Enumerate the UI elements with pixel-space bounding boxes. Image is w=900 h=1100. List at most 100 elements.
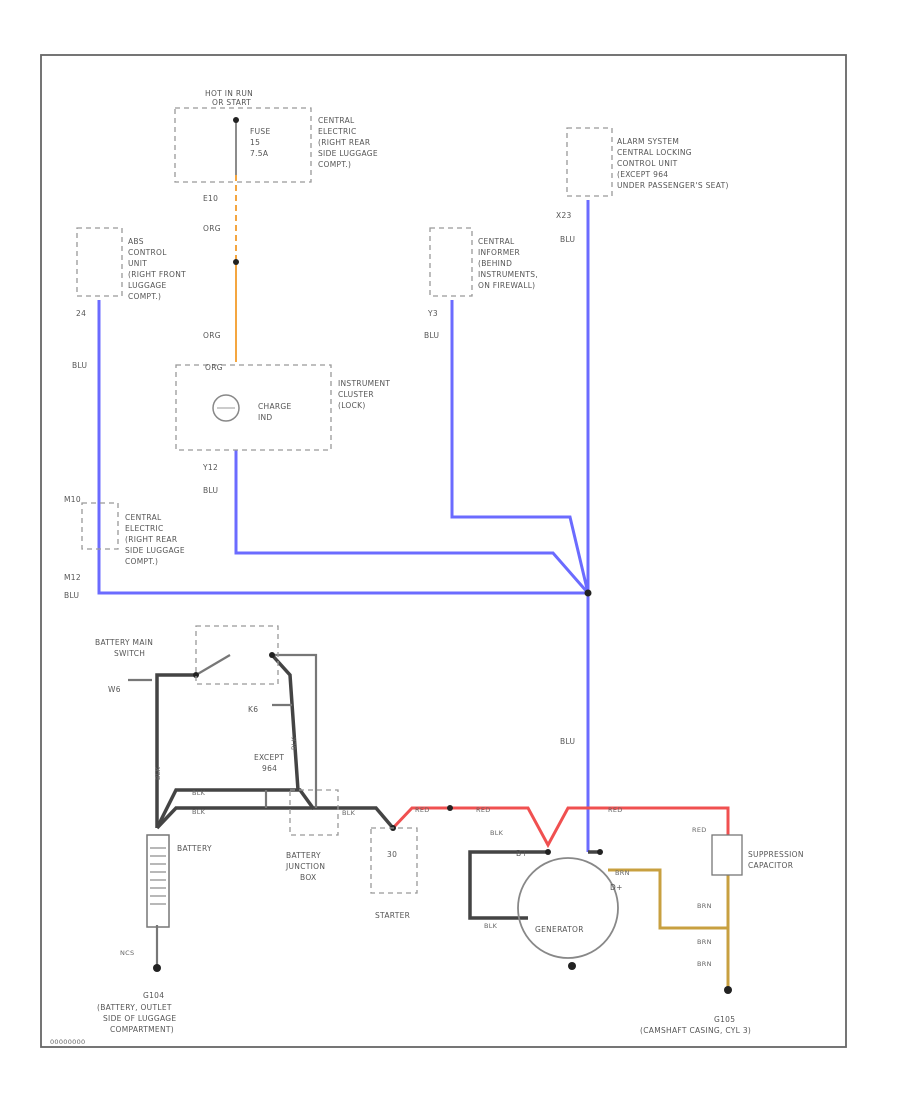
cluster-l3: (LOCK) — [338, 401, 366, 410]
abs-l2: CONTROL — [128, 248, 167, 257]
wire-label-blu-m12: BLU — [64, 591, 79, 600]
wire-label-blu-abs: BLU — [72, 361, 87, 370]
wire-blk-switch-left — [155, 673, 196, 828]
battery-main-switch-l1: BATTERY MAIN — [95, 638, 153, 647]
wire-blk-generator — [468, 850, 548, 920]
fuse-top-dot — [233, 117, 239, 123]
ground-dot — [724, 986, 732, 994]
wire-label-brn1: BRN — [615, 869, 630, 877]
pin-e10: E10 — [203, 194, 218, 203]
central-electric-left-box — [81, 502, 119, 550]
wire-red — [391, 806, 730, 849]
central-electric-left-l2: ELECTRIC — [125, 524, 164, 533]
pin-m10: M10 — [64, 495, 81, 504]
battery-main-switch-l2: SWITCH — [114, 649, 145, 658]
alarm-system-box — [566, 127, 613, 197]
instrument-cluster-box — [175, 364, 332, 451]
generator-symbol — [517, 857, 619, 959]
central-electric-top-l5: COMPT.) — [318, 160, 351, 169]
informer-l1: CENTRAL — [478, 237, 515, 246]
alarm-l5: UNDER PASSENGER'S SEAT) — [617, 181, 729, 190]
central-electric-top-l2: ELECTRIC — [318, 127, 357, 136]
central-electric-left-l5: COMPT.) — [125, 557, 158, 566]
pin-w6: W6 — [108, 685, 121, 694]
abs-l3: UNIT — [128, 259, 147, 268]
wire-label-red4: RED — [692, 826, 707, 834]
wire-label-blk4: BLK — [154, 766, 162, 780]
terminal-dot — [193, 672, 199, 678]
alarm-l3: CONTROL UNIT — [617, 159, 678, 168]
charge-ind-lamp-icon — [212, 394, 240, 422]
wire-label-brn4: BRN — [697, 960, 712, 968]
wire-label-brn3: BRN — [697, 938, 712, 946]
battery-symbol — [146, 834, 170, 928]
abs-l1: ABS — [128, 237, 144, 246]
wire-blk-starter — [340, 806, 395, 830]
informer-l4: INSTRUMENTS, — [478, 270, 538, 279]
ground-g105-l1: (CAMSHAFT CASING, CYL 3) — [640, 1026, 751, 1035]
wire-label-blk2: BLK — [192, 808, 206, 816]
battery-main-switch-box — [195, 625, 279, 685]
splice-dot — [584, 589, 592, 597]
suppression-capacitor-box — [711, 834, 743, 876]
wire-label-org1: ORG — [203, 224, 221, 233]
starter-terminal: 30 — [387, 850, 397, 859]
wire-label-blu-y12: BLU — [203, 486, 218, 495]
charge-ind-l2: IND — [258, 413, 273, 422]
junction-l1: BATTERY — [286, 851, 321, 860]
switch-blade — [195, 654, 231, 676]
pin-d-plus: D+ — [610, 883, 623, 892]
pin-y3: Y3 — [427, 309, 438, 318]
ground-dot — [153, 964, 161, 972]
wire-label-red2: RED — [476, 806, 491, 814]
pin-x23: X23 — [556, 211, 572, 220]
wire-blu-cluster — [234, 450, 590, 594]
abs-l5: LUGGAGE — [128, 281, 167, 290]
central-electric-top-box — [174, 107, 312, 183]
wire-label-blk3: BLK — [342, 809, 356, 817]
central-electric-left-l3: (RIGHT REAR — [125, 535, 177, 544]
ground-dot — [568, 962, 576, 970]
suppression-l2: CAPACITOR — [748, 861, 793, 870]
central-electric-left-l4: SIDE LUGGAGE — [125, 546, 185, 555]
splice-dot — [447, 805, 453, 811]
junction-l3: BOX — [300, 873, 316, 882]
battery-label: BATTERY — [177, 844, 212, 853]
alarm-l1: ALARM SYSTEM — [617, 137, 679, 146]
fuse-rating: 7.5A — [250, 149, 269, 158]
abs-l6: COMPT.) — [128, 292, 161, 301]
wire-blk-bottom — [155, 806, 313, 830]
ground-g105: G105 — [714, 1015, 735, 1024]
ground-g104-l1: (BATTERY, OUTLET — [97, 1003, 172, 1012]
wire-label-blk5: BLK — [290, 736, 298, 750]
wire-label-brn2: BRN — [697, 902, 712, 910]
pin-24: 24 — [76, 309, 86, 318]
generator-label: GENERATOR — [535, 925, 584, 934]
abs-l4: (RIGHT FRONT — [128, 270, 186, 279]
central-electric-left-l1: CENTRAL — [125, 513, 162, 522]
footer-code: 00000000 — [50, 1038, 85, 1046]
terminal-dot — [269, 652, 275, 658]
wire-gry-switch — [270, 653, 318, 808]
informer-l3: (BEHIND — [478, 259, 512, 268]
diagram-frame — [40, 54, 847, 1048]
suppression-l1: SUPPRESSION — [748, 850, 804, 859]
starter-label: STARTER — [375, 911, 410, 920]
starter-box — [370, 827, 418, 894]
alarm-l2: CENTRAL LOCKING — [617, 148, 692, 157]
ground-g104-l2: SIDE OF LUGGAGE — [103, 1014, 176, 1023]
charge-ind-l1: CHARGE — [258, 402, 292, 411]
central-electric-top-l1: CENTRAL — [318, 116, 355, 125]
wire-label-blu-alarm: BLU — [560, 235, 575, 244]
wire-label-blu-main: BLU — [560, 737, 575, 746]
fuse-label: FUSE — [250, 127, 271, 136]
except-964-l2: 964 — [262, 764, 277, 773]
splice-dot — [233, 259, 239, 265]
wire-label-blk1: BLK — [192, 789, 206, 797]
ground-g104-l3: COMPARTMENT) — [110, 1025, 174, 1034]
wire-label-org2: ORG — [203, 331, 221, 340]
fuse-number: 15 — [250, 138, 260, 147]
wire-blu-informer — [450, 300, 590, 594]
pin-y12: Y12 — [202, 463, 218, 472]
